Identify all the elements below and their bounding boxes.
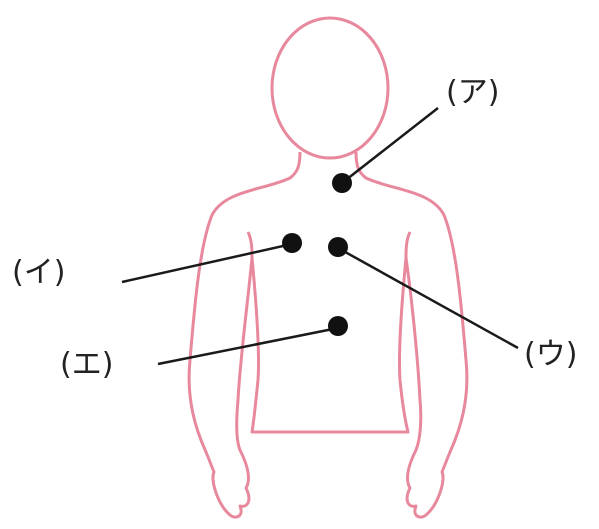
point-u [328, 237, 348, 257]
point-i [282, 233, 302, 253]
label-a: (ア) [446, 78, 499, 108]
head-outline [272, 18, 388, 158]
leader-line-e [158, 328, 338, 364]
torso-outline [189, 152, 467, 517]
label-u: (ウ) [524, 340, 577, 370]
label-i: (イ) [12, 258, 65, 288]
point-e [328, 316, 348, 336]
right-armpit-line [406, 232, 410, 258]
leader-line-i [122, 244, 292, 282]
leader-line-u [338, 248, 518, 348]
leader-line-a [342, 108, 438, 183]
point-a [332, 173, 352, 193]
label-e: (エ) [60, 350, 113, 380]
